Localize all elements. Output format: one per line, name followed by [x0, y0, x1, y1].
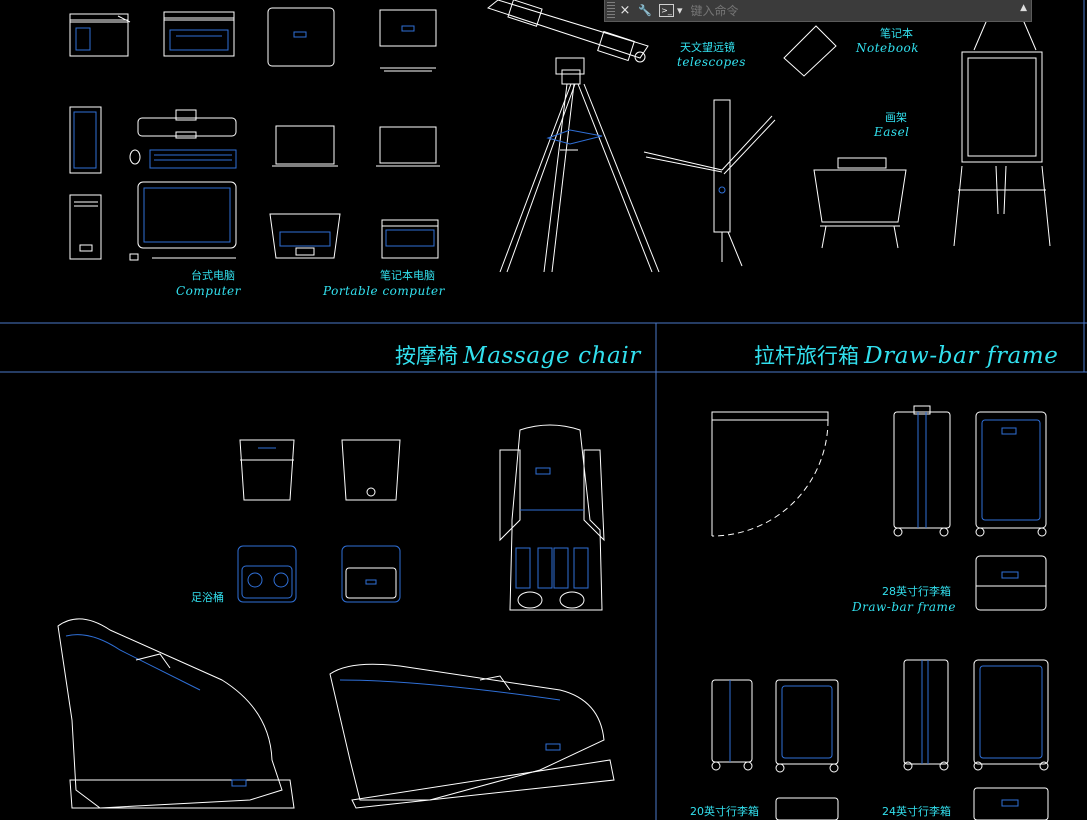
- notebook-label-en: Notebook: [856, 41, 920, 55]
- massage-chair-side-drawing-2: [329, 663, 615, 809]
- portable-computer-label-cn: 笔记本电脑: [380, 269, 435, 282]
- monitor-top-view-icon: [137, 109, 237, 139]
- notebook-label-cn: 笔记本: [880, 27, 913, 40]
- footbath-label-cn: 足浴桶: [191, 591, 224, 604]
- luggage-24-front: [973, 659, 1049, 771]
- telescope-drawing: [486, 0, 660, 273]
- foot-bath-top-2: [341, 545, 401, 603]
- massage-chair-heading-cn: 按摩椅: [395, 344, 458, 368]
- drawbar-frame-heading-en: Draw-bar frame: [864, 343, 1059, 369]
- laptop-closed-icon-1: [267, 7, 335, 67]
- pc-tower-front-icon: [69, 106, 102, 174]
- luggage-20-label-cn: 20英寸行李箱: [690, 805, 759, 818]
- massage-chair-heading: 按摩椅 Massage chair: [395, 345, 641, 368]
- massage-chair-side-drawing-1: [57, 618, 295, 809]
- laptop-open-icon-2: [376, 126, 440, 167]
- luggage-20-side: [711, 679, 753, 771]
- luggage-28-side: [893, 405, 951, 537]
- scroll-up-icon[interactable]: ▲: [1020, 3, 1027, 13]
- wrench-icon[interactable]: 🔧: [638, 4, 652, 17]
- luggage-24-side: [903, 659, 949, 771]
- luggage-28-front: [975, 411, 1047, 537]
- close-icon[interactable]: ×: [619, 3, 631, 18]
- command-prompt-icon: >_: [659, 4, 674, 17]
- luggage-28-label-en: Draw-bar frame: [852, 600, 957, 614]
- printer-icon-2: [163, 11, 235, 57]
- keyboard-mouse-icon: [129, 149, 237, 169]
- command-input[interactable]: [690, 3, 991, 18]
- easel-front-drawing: [953, 7, 1051, 247]
- luggage-20-top: [775, 797, 839, 820]
- luggage-20-front: [775, 679, 839, 773]
- easel-label-cn: 画架: [885, 111, 907, 124]
- easel-top-view-drawing: [813, 157, 907, 249]
- luggage-28-top: [975, 555, 1047, 611]
- computer-label-cn: 台式电脑: [191, 269, 235, 282]
- portable-computer-label-en: Portable computer: [323, 284, 445, 298]
- laptop-keyboard-icon-2: [381, 219, 439, 259]
- luggage-open-arc-drawing: [711, 411, 829, 537]
- drawbar-frame-heading: 拉杆旅行箱 Draw-bar frame: [754, 345, 1058, 368]
- telescope-label-en: telescopes: [677, 55, 746, 69]
- massage-chair-heading-en: Massage chair: [463, 343, 641, 369]
- monitor-front-icon: [129, 181, 237, 261]
- luggage-28-label-cn: 28英寸行李箱: [882, 585, 951, 598]
- massage-chair-front-drawing: [499, 424, 605, 611]
- drawbar-frame-heading-cn: 拉杆旅行箱: [754, 344, 859, 368]
- command-prompt-dropdown[interactable]: >_ ▾: [659, 4, 683, 17]
- foot-bath-side-2: [341, 439, 401, 501]
- luggage-24-top: [973, 787, 1049, 820]
- luggage-24-label-cn: 24英寸行李箱: [882, 805, 951, 818]
- printer-icon-1: [69, 13, 131, 57]
- pc-tower-side-icon: [69, 194, 102, 260]
- easel-label-en: Easel: [874, 125, 910, 139]
- laptop-closed-icon-2: [379, 9, 437, 72]
- laptop-open-icon-1: [272, 125, 338, 167]
- drag-grip-icon[interactable]: [607, 1, 615, 20]
- telescope-label-cn: 天文望远镜: [680, 41, 735, 54]
- foot-bath-top-1: [237, 545, 297, 603]
- foot-bath-side-1: [239, 439, 295, 501]
- chevron-down-icon: ▾: [677, 4, 683, 17]
- command-line-bar: × 🔧 >_ ▾ ▲: [604, 0, 1032, 22]
- telescope-folded-drawing: [643, 99, 776, 267]
- computer-label-en: Computer: [176, 284, 241, 298]
- laptop-keyboard-icon-1: [269, 213, 341, 259]
